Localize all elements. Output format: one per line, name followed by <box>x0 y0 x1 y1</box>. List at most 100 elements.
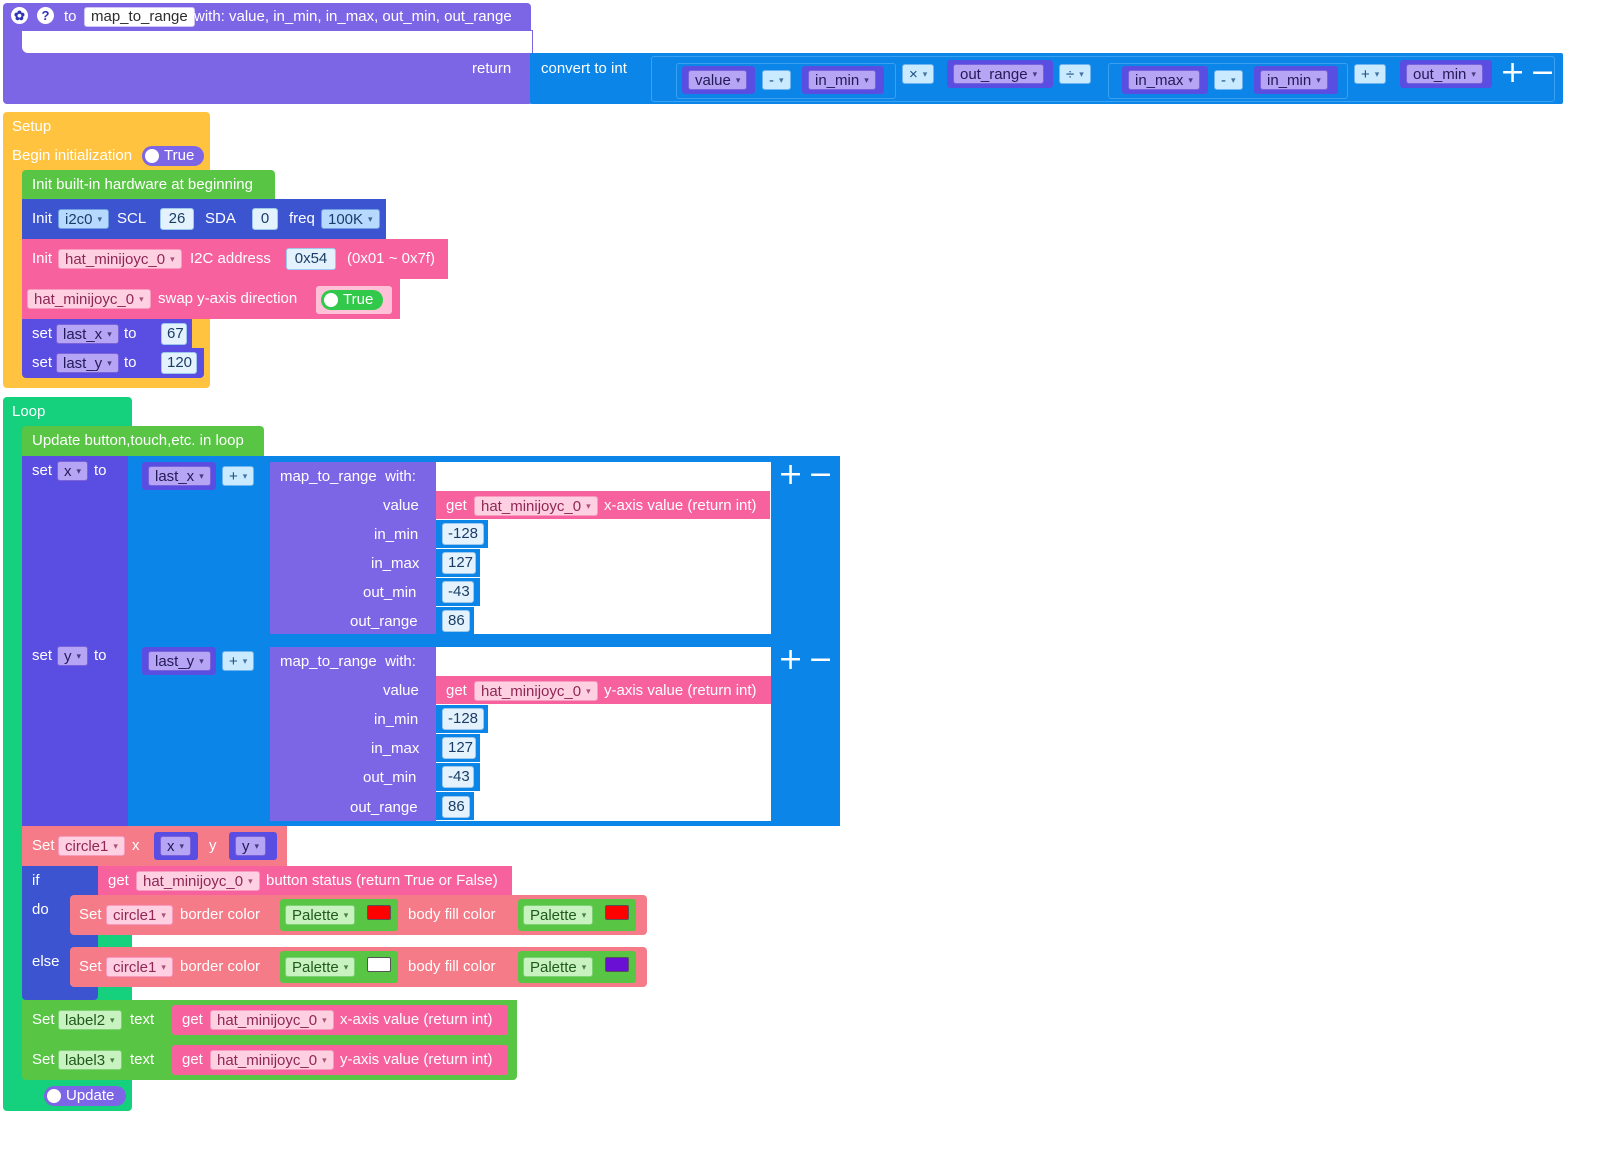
swap-hat-dropdown[interactable]: hat_minijoyc_0▾ <box>27 289 151 309</box>
else-border-palette-dropdown[interactable]: Palette▾ <box>285 957 356 977</box>
last-x-dropdown[interactable]: last_x▾ <box>56 324 119 344</box>
circle-x-var-dropdown[interactable]: x▾ <box>160 836 192 856</box>
swap-axis-toggle[interactable]: True <box>321 290 383 310</box>
y-var-dropdown[interactable]: y▾ <box>57 646 89 666</box>
body-fill-label: body fill color <box>408 958 496 975</box>
do-body-swatch[interactable] <box>605 905 629 920</box>
to-label: to <box>124 354 137 371</box>
y-hat-dropdown[interactable]: hat_minijoyc_0▾ <box>474 681 598 701</box>
init-hardware-label: Init built-in hardware at beginning <box>32 176 253 193</box>
x-out-range-input[interactable]: 86 <box>442 610 470 632</box>
function-name-field[interactable]: map_to_range <box>84 7 195 27</box>
scl-input[interactable]: 26 <box>160 208 194 230</box>
remove-term-icon[interactable]: − <box>808 642 834 677</box>
init-hardware-block[interactable] <box>22 170 275 199</box>
add-term-icon[interactable]: + <box>778 457 804 492</box>
y-out-min-label: out_min <box>363 769 417 786</box>
y-in-max-input[interactable]: 127 <box>442 737 476 759</box>
gear-icon[interactable]: ✿ <box>11 7 28 24</box>
to-label: to <box>94 647 107 664</box>
var-in-min2-dropdown[interactable]: in_min▾ <box>1260 70 1328 90</box>
y-out-range-label: out_range <box>350 799 418 816</box>
freq-label: freq <box>289 210 315 227</box>
set-x-block[interactable] <box>22 456 128 640</box>
x-out-min-label: out_min <box>363 584 417 601</box>
y-map-call-block[interactable] <box>270 647 436 821</box>
get-label: get <box>182 1051 203 1068</box>
else-body-palette-dropdown[interactable]: Palette▾ <box>523 957 594 977</box>
border-color-label: border color <box>180 958 261 975</box>
last-y-var-dropdown[interactable]: last_y▾ <box>148 651 211 671</box>
circle-dropdown[interactable]: circle1▾ <box>58 836 125 856</box>
op-minus2-dropdown[interactable]: -▾ <box>1214 70 1243 90</box>
label3-hat-dropdown[interactable]: hat_minijoyc_0▾ <box>210 1050 334 1070</box>
y-out-range-input[interactable]: 86 <box>442 796 470 818</box>
var-in-min-dropdown[interactable]: in_min▾ <box>808 70 876 90</box>
last-x-var-dropdown[interactable]: last_x▾ <box>148 466 211 486</box>
help-icon[interactable]: ? <box>37 7 54 24</box>
last-y-value[interactable]: 120 <box>161 352 197 374</box>
op-times-dropdown[interactable]: ×▾ <box>902 64 935 84</box>
var-out-range-dropdown[interactable]: out_range▾ <box>953 64 1045 84</box>
i2c-bus-dropdown[interactable]: i2c0▾ <box>58 209 110 229</box>
i2c-address-input[interactable]: 0x54 <box>286 248 336 270</box>
op-plus-dropdown[interactable]: +▾ <box>1354 64 1387 84</box>
last-x-value[interactable]: 67 <box>161 323 187 345</box>
text-label: text <box>130 1051 155 1068</box>
set-label: set <box>32 647 53 664</box>
else-circle-dropdown[interactable]: circle1▾ <box>106 957 173 977</box>
y-map-call-label: map_to_range with: <box>280 653 416 670</box>
x-in-min-input[interactable]: -128 <box>442 523 484 545</box>
to-label: to <box>94 462 107 479</box>
freq-dropdown[interactable]: 100K▾ <box>321 209 380 229</box>
update-button-block[interactable] <box>22 426 264 456</box>
last-y-dropdown[interactable]: last_y▾ <box>56 353 119 373</box>
add-term-icon[interactable]: + <box>1500 55 1526 90</box>
swap-axis-toggle-label: True <box>343 291 374 308</box>
update-toggle[interactable]: Update <box>44 1086 126 1106</box>
do-body-palette-dropdown[interactable]: Palette▾ <box>523 905 594 925</box>
remove-term-icon[interactable]: − <box>1530 55 1556 90</box>
if-hat-dropdown[interactable]: hat_minijoyc_0▾ <box>136 871 260 891</box>
x-hat-dropdown[interactable]: hat_minijoyc_0▾ <box>474 496 598 516</box>
y-out-min-input[interactable]: -43 <box>442 766 474 788</box>
label2-hat-dropdown[interactable]: hat_minijoyc_0▾ <box>210 1010 334 1030</box>
do-border-palette-dropdown[interactable]: Palette▾ <box>285 905 356 925</box>
init-i2c-label: Init <box>32 210 53 227</box>
else-body-swatch[interactable] <box>605 957 629 972</box>
else-border-swatch[interactable] <box>367 957 391 972</box>
x-var-dropdown[interactable]: x▾ <box>57 461 89 481</box>
body-fill-label: body fill color <box>408 906 496 923</box>
init-hat-dropdown[interactable]: hat_minijoyc_0▾ <box>58 249 182 269</box>
remove-term-icon[interactable]: − <box>808 457 834 492</box>
x-map-call-block[interactable] <box>270 462 436 634</box>
sda-input[interactable]: 0 <box>252 208 278 230</box>
set-y-block[interactable] <box>22 640 128 826</box>
y-plus-dropdown[interactable]: +▾ <box>222 651 255 671</box>
circle-y-var-dropdown[interactable]: y▾ <box>235 836 267 856</box>
var-in-max-dropdown[interactable]: in_max▾ <box>1128 70 1200 90</box>
function-params-label: with: value, in_min, in_max, out_min, ou… <box>194 8 512 25</box>
var-out-min-dropdown[interactable]: out_min▾ <box>1406 64 1483 84</box>
set-label: set <box>32 462 53 479</box>
x-axis-label: x-axis value (return int) <box>604 497 757 514</box>
x-plus-dropdown[interactable]: +▾ <box>222 466 255 486</box>
var-value-dropdown[interactable]: value▾ <box>688 70 748 90</box>
x-out-min-input[interactable]: -43 <box>442 581 474 603</box>
begin-init-toggle[interactable]: True <box>142 146 204 166</box>
init-hat-label: Init <box>32 250 53 267</box>
op-divide-dropdown[interactable]: ÷▾ <box>1059 64 1091 84</box>
label2-dropdown[interactable]: label2▾ <box>58 1010 122 1030</box>
to-label: to <box>124 325 137 342</box>
add-term-icon[interactable]: + <box>778 642 804 677</box>
op-minus-dropdown[interactable]: -▾ <box>762 70 791 90</box>
x-in-max-label: in_max <box>371 555 420 572</box>
i2c-address-label: I2C address <box>190 250 271 267</box>
update-button-label: Update button,touch,etc. in loop <box>32 432 244 449</box>
do-border-swatch[interactable] <box>367 905 391 920</box>
do-circle-dropdown[interactable]: circle1▾ <box>106 905 173 925</box>
y-in-min-input[interactable]: -128 <box>442 708 484 730</box>
label3-dropdown[interactable]: label3▾ <box>58 1050 122 1070</box>
x-in-max-input[interactable]: 127 <box>442 552 476 574</box>
begin-init-label: Begin initialization <box>12 147 133 164</box>
